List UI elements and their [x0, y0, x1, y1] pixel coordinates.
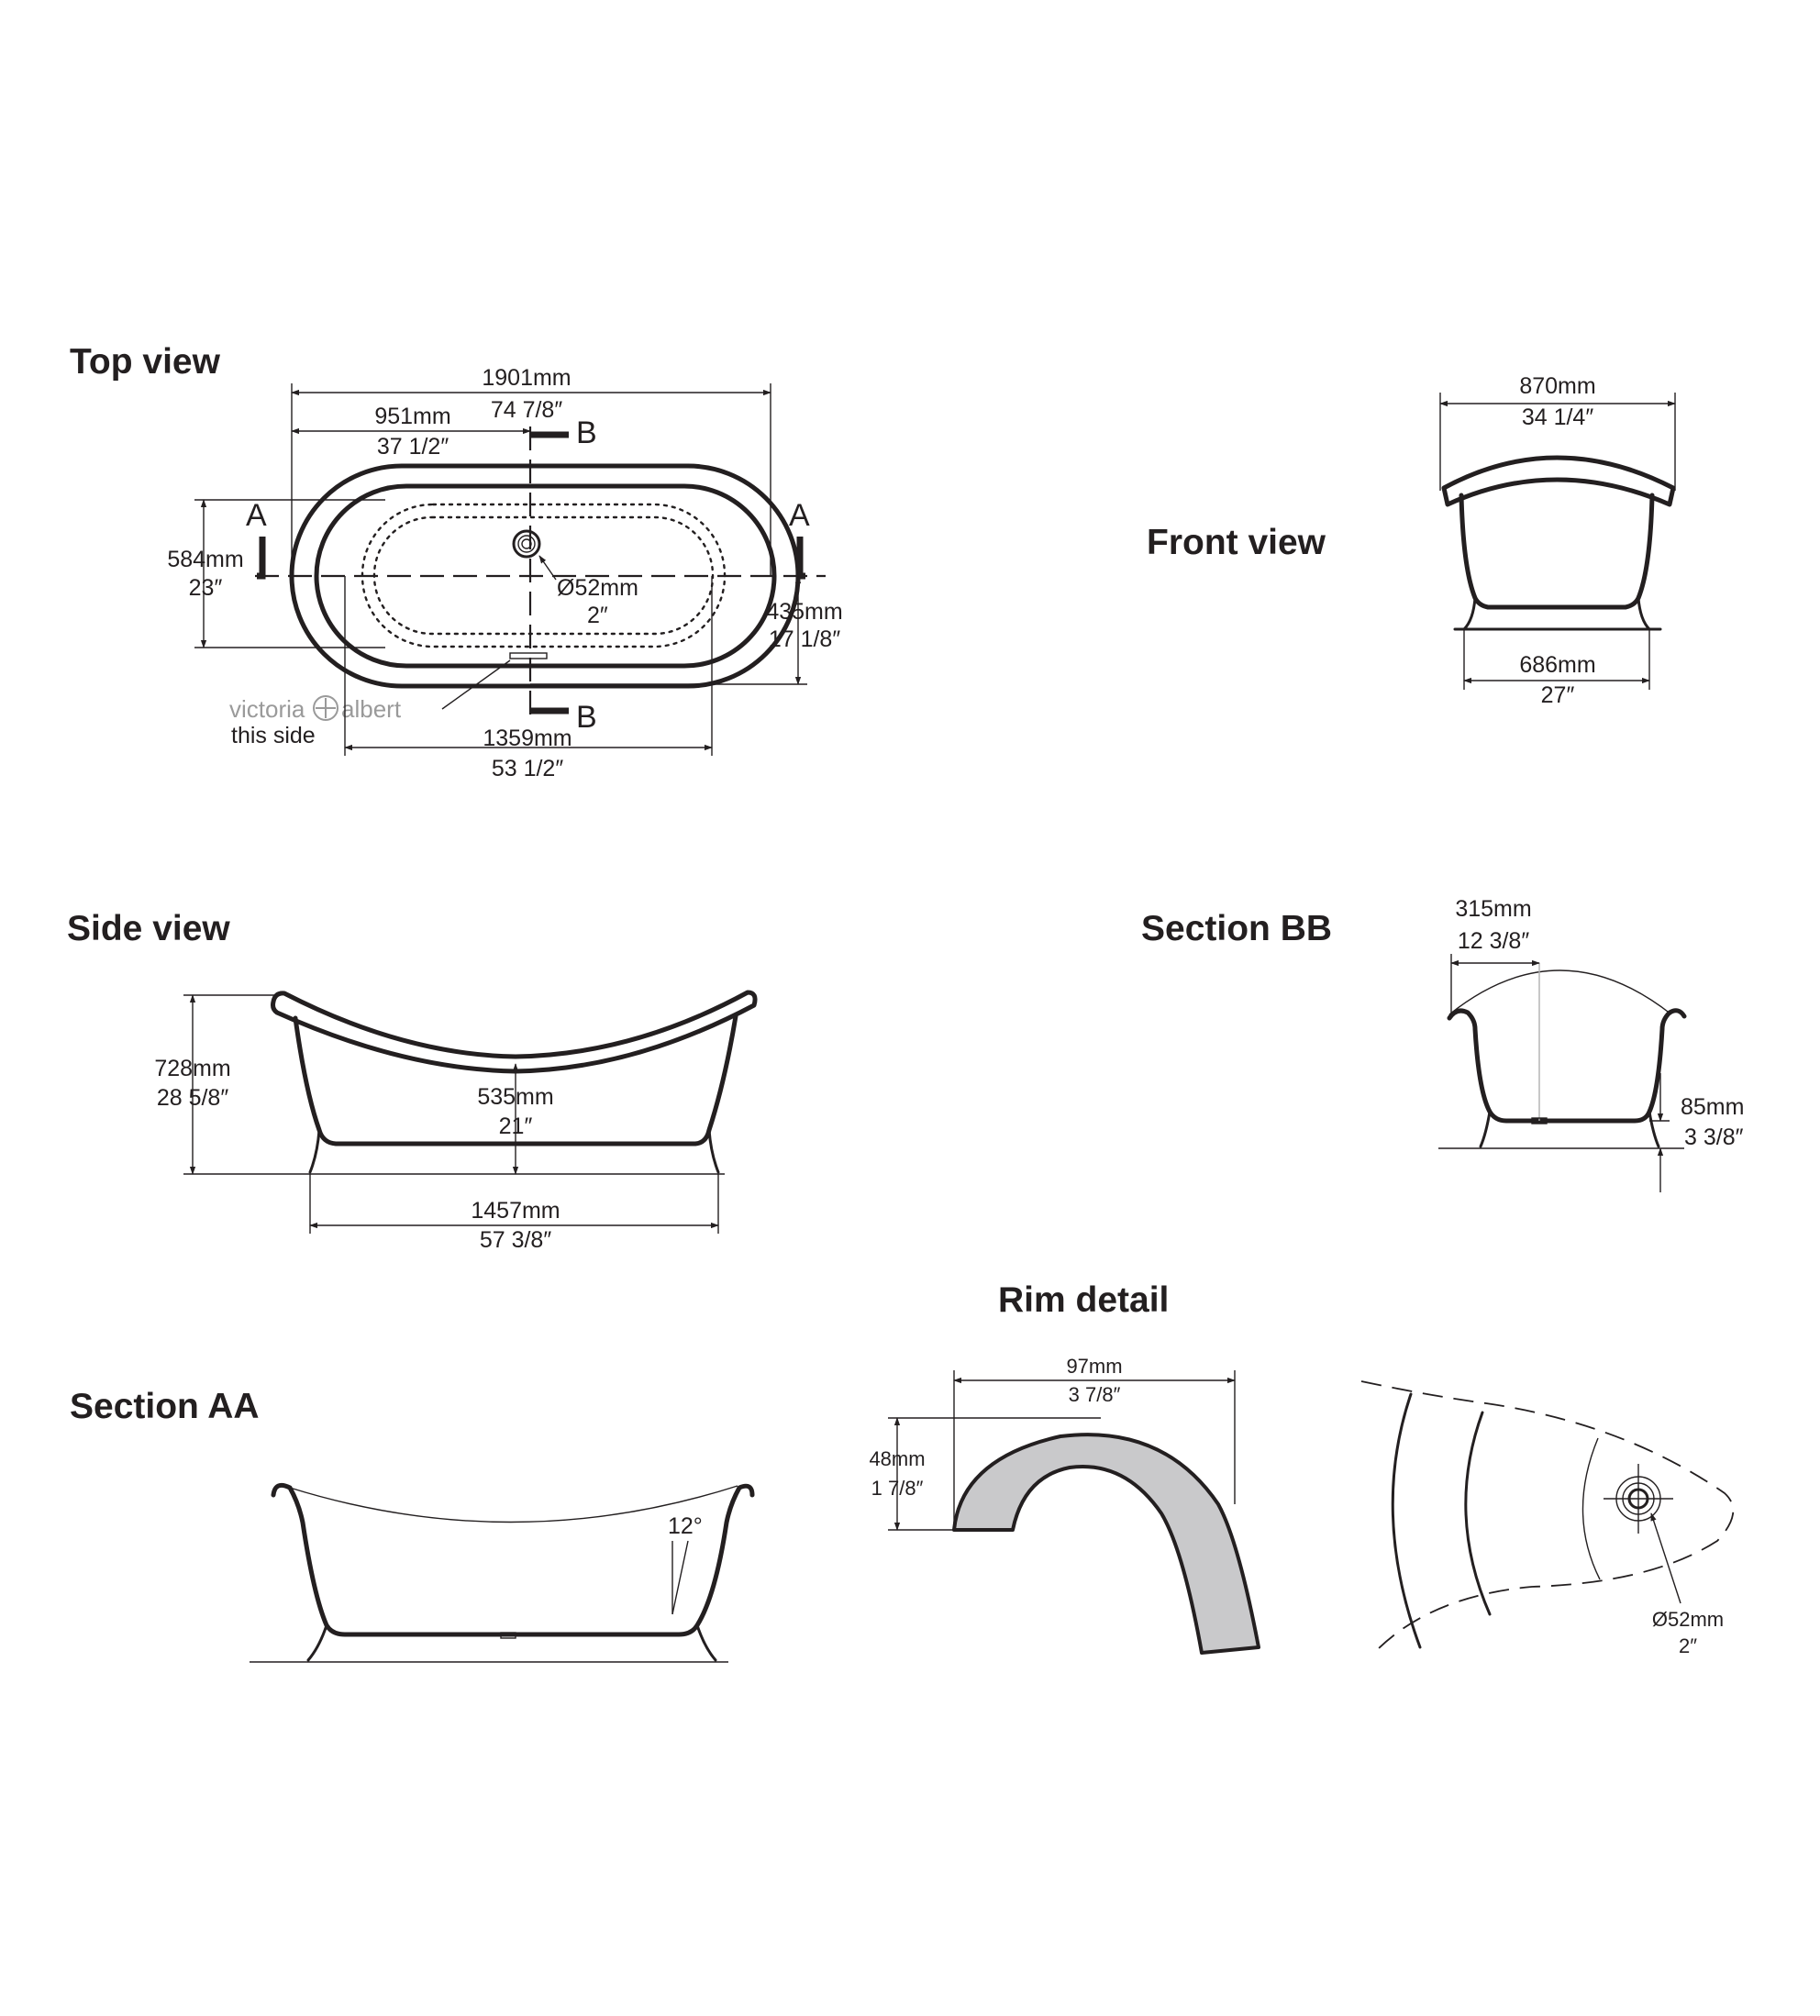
side-height-in: 28 5/8″: [157, 1085, 229, 1111]
section-aa-waste: [500, 1632, 516, 1639]
overall-length-mm: 1901mm: [482, 365, 571, 391]
rim-height-mm: 48mm: [869, 1447, 925, 1470]
front-rim: [1441, 455, 1676, 507]
section-aa-foot-right: [695, 1623, 717, 1662]
width-in: 23″: [189, 575, 223, 601]
base-length-mm: 1359mm: [483, 726, 572, 751]
section-bb-foot-right: [1648, 1110, 1660, 1148]
rim-width-in: 3 7/8″: [1069, 1383, 1121, 1406]
front-view: Front view 870mm 34 1/4″ 686mm 27″: [1147, 373, 1676, 708]
side-foot-right: [707, 1128, 720, 1174]
section-bb-foot-left: [1479, 1110, 1492, 1148]
rim-waste-leader: [1650, 1512, 1681, 1604]
waste-dim-mm: Ø52mm: [557, 575, 638, 601]
section-a-left-mark: [257, 537, 266, 580]
section-a-left-label: A: [246, 498, 267, 533]
rim-detail-title: Rim detail: [998, 1280, 1169, 1320]
waste-dim-in: 2″: [587, 603, 608, 628]
inner-width-mm: 435mm: [766, 599, 842, 625]
side-height-mm: 728mm: [154, 1056, 230, 1081]
side-foot-left: [308, 1128, 321, 1174]
front-foot-right: [1637, 596, 1651, 631]
side-view: Side view 728mm 28 5/8″ 535mm 21″ 1457mm…: [67, 909, 758, 1253]
section-aa: Section AA 12°: [70, 1387, 755, 1663]
side-rim: [271, 990, 758, 1074]
section-bb-depth-in: 12 3/8″: [1458, 928, 1530, 954]
section-bb-foot-height-mm: 85mm: [1681, 1094, 1744, 1120]
half-length-in: 37 1/2″: [377, 434, 449, 460]
logo-victoria: victoria: [229, 695, 305, 723]
logo-note: this side: [231, 723, 316, 748]
side-rim-height-mm: 535mm: [477, 1084, 553, 1110]
top-view: Top view A A B B Ø52mm 2″ victoria: [70, 342, 843, 781]
front-base-width-in: 27″: [1541, 682, 1575, 708]
section-b-bottom-label: B: [576, 700, 597, 735]
section-aa-foot-left: [306, 1623, 328, 1662]
logo-albert: albert: [341, 695, 402, 723]
section-bb-depth-mm: 315mm: [1455, 896, 1531, 922]
section-aa-angle-line: [671, 1540, 689, 1615]
section-aa-title: Section AA: [70, 1387, 260, 1426]
section-aa-angle: 12°: [668, 1513, 703, 1539]
logo-plus-icon: [313, 695, 338, 721]
rim-width-mm: 97mm: [1066, 1355, 1122, 1378]
section-bb: Section BB 315mm 12 3/8″ 85mm 3 3/8″: [1141, 896, 1744, 1192]
rim-waste-curve-1: [1391, 1392, 1422, 1649]
section-bb-title: Section BB: [1141, 909, 1332, 948]
front-foot-left: [1462, 596, 1477, 631]
rim-waste-detail: Ø52mm 2″: [1360, 1380, 1735, 1657]
overall-length-in: 74 7/8″: [491, 397, 563, 423]
front-top-width-in: 34 1/4″: [1522, 404, 1594, 430]
front-top-width-mm: 870mm: [1519, 373, 1595, 399]
section-a-right-mark: [796, 537, 805, 580]
section-aa-arc: [289, 1485, 738, 1523]
front-body: [1459, 493, 1655, 610]
section-bb-waste: [1531, 1117, 1548, 1124]
rim-waste-mm: Ø52mm: [1652, 1608, 1724, 1631]
section-a-right-label: A: [789, 498, 810, 533]
side-foot-span-mm: 1457mm: [471, 1198, 560, 1224]
base-length-in: 53 1/2″: [492, 756, 564, 781]
width-mm: 584mm: [167, 547, 243, 572]
side-view-title: Side view: [67, 909, 230, 948]
section-aa-body: [271, 1482, 755, 1637]
section-bb-arc: [1448, 969, 1672, 1015]
side-rim-height-in: 21″: [499, 1113, 533, 1139]
rim-waste-curve-2: [1464, 1411, 1492, 1616]
top-view-title: Top view: [70, 342, 221, 382]
rim-height-in: 1 7/8″: [871, 1477, 924, 1500]
rim-detail: Rim detail 97mm 3 7/8″ 48mm 1 7/8″: [869, 1280, 1260, 1655]
half-length-mm: 951mm: [374, 404, 450, 429]
side-foot-span-in: 57 3/8″: [480, 1227, 552, 1253]
section-b-top-label: B: [576, 415, 597, 450]
rim-profile: [952, 1433, 1260, 1655]
inner-width-in: 17 1/8″: [769, 626, 841, 652]
front-base-width-mm: 686mm: [1519, 652, 1595, 678]
rim-waste-in: 2″: [1679, 1634, 1697, 1657]
rim-waste-curve-3: [1581, 1437, 1601, 1580]
section-bb-body: [1447, 1008, 1687, 1124]
overflow-plate: [509, 652, 548, 659]
front-view-title: Front view: [1147, 523, 1326, 562]
waste-icon: [512, 529, 541, 559]
logo-leader: [441, 659, 511, 710]
rim-waste-outline: [1360, 1380, 1735, 1652]
section-bb-foot-height-in: 3 3/8″: [1684, 1124, 1744, 1150]
